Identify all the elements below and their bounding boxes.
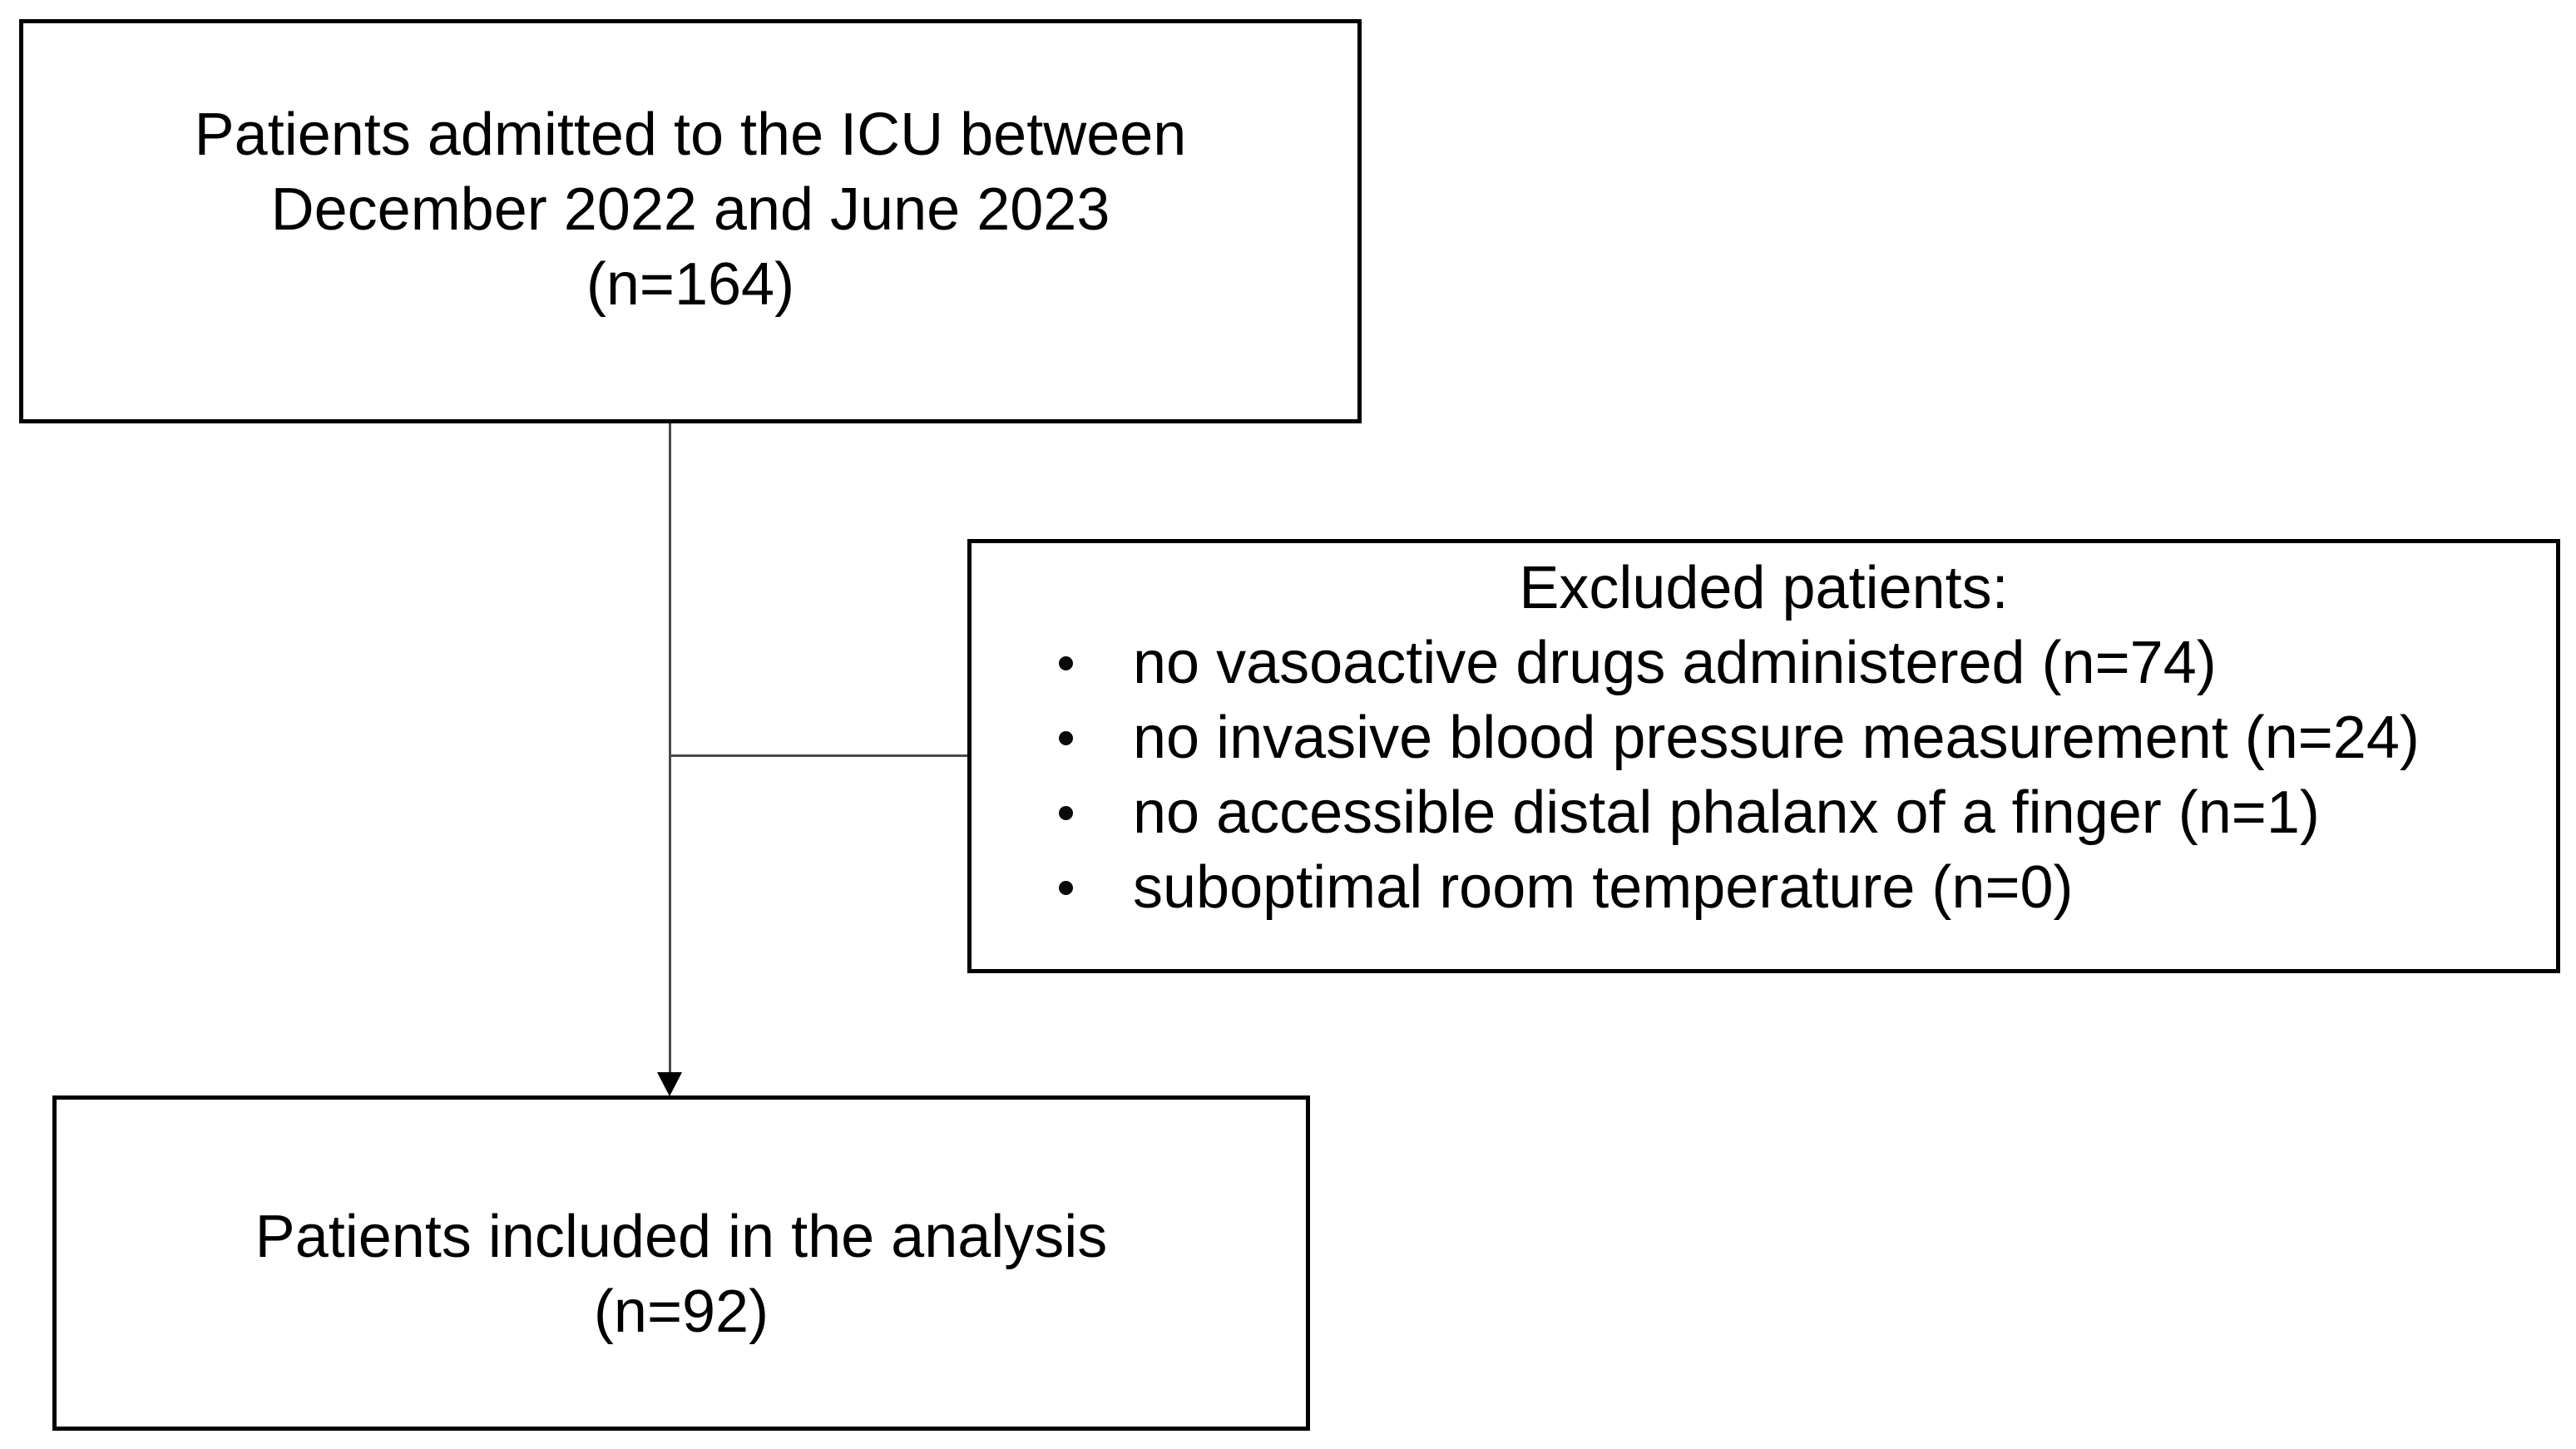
excluded-item-text: suboptimal room temperature (n=0) xyxy=(1133,854,2074,921)
bullet-icon xyxy=(1059,656,1073,670)
included-count: (n=92) xyxy=(593,1278,769,1345)
excluded-item-row: no invasive blood pressure measurement (… xyxy=(972,700,2556,775)
box-patients-admitted: Patients admitted to the ICU between Dec… xyxy=(19,19,1362,423)
excluded-item-text: no vasoactive drugs administered (n=74) xyxy=(1133,630,2217,696)
included-text-line-1: Patients included in the analysis xyxy=(255,1203,1108,1270)
box-excluded-patients: Excluded patients: no vasoactive drugs a… xyxy=(967,539,2560,973)
arrow-down-icon xyxy=(657,1072,682,1096)
bullet-icon xyxy=(1059,881,1073,895)
excluded-title: Excluded patients: xyxy=(1519,555,2009,621)
bullet-icon xyxy=(1059,731,1073,745)
bullet-icon xyxy=(1059,806,1073,820)
admitted-count: (n=164) xyxy=(586,251,795,318)
connector-horizontal-line xyxy=(669,754,968,757)
excluded-item-row: no vasoactive drugs administered (n=74) xyxy=(972,626,2556,700)
excluded-item-text: no accessible distal phalanx of a finger… xyxy=(1133,779,2320,846)
excluded-item-row: no accessible distal phalanx of a finger… xyxy=(972,775,2556,850)
connector-vertical-line xyxy=(669,423,671,1073)
box-patients-included: Patients included in the analysis (n=92) xyxy=(52,1095,1310,1431)
excluded-item-row: suboptimal room temperature (n=0) xyxy=(972,850,2556,925)
excluded-item-text: no invasive blood pressure measurement (… xyxy=(1133,705,2420,771)
admitted-text-line-2: December 2022 and June 2023 xyxy=(270,176,1110,243)
admitted-text-line-1: Patients admitted to the ICU between xyxy=(194,101,1187,168)
